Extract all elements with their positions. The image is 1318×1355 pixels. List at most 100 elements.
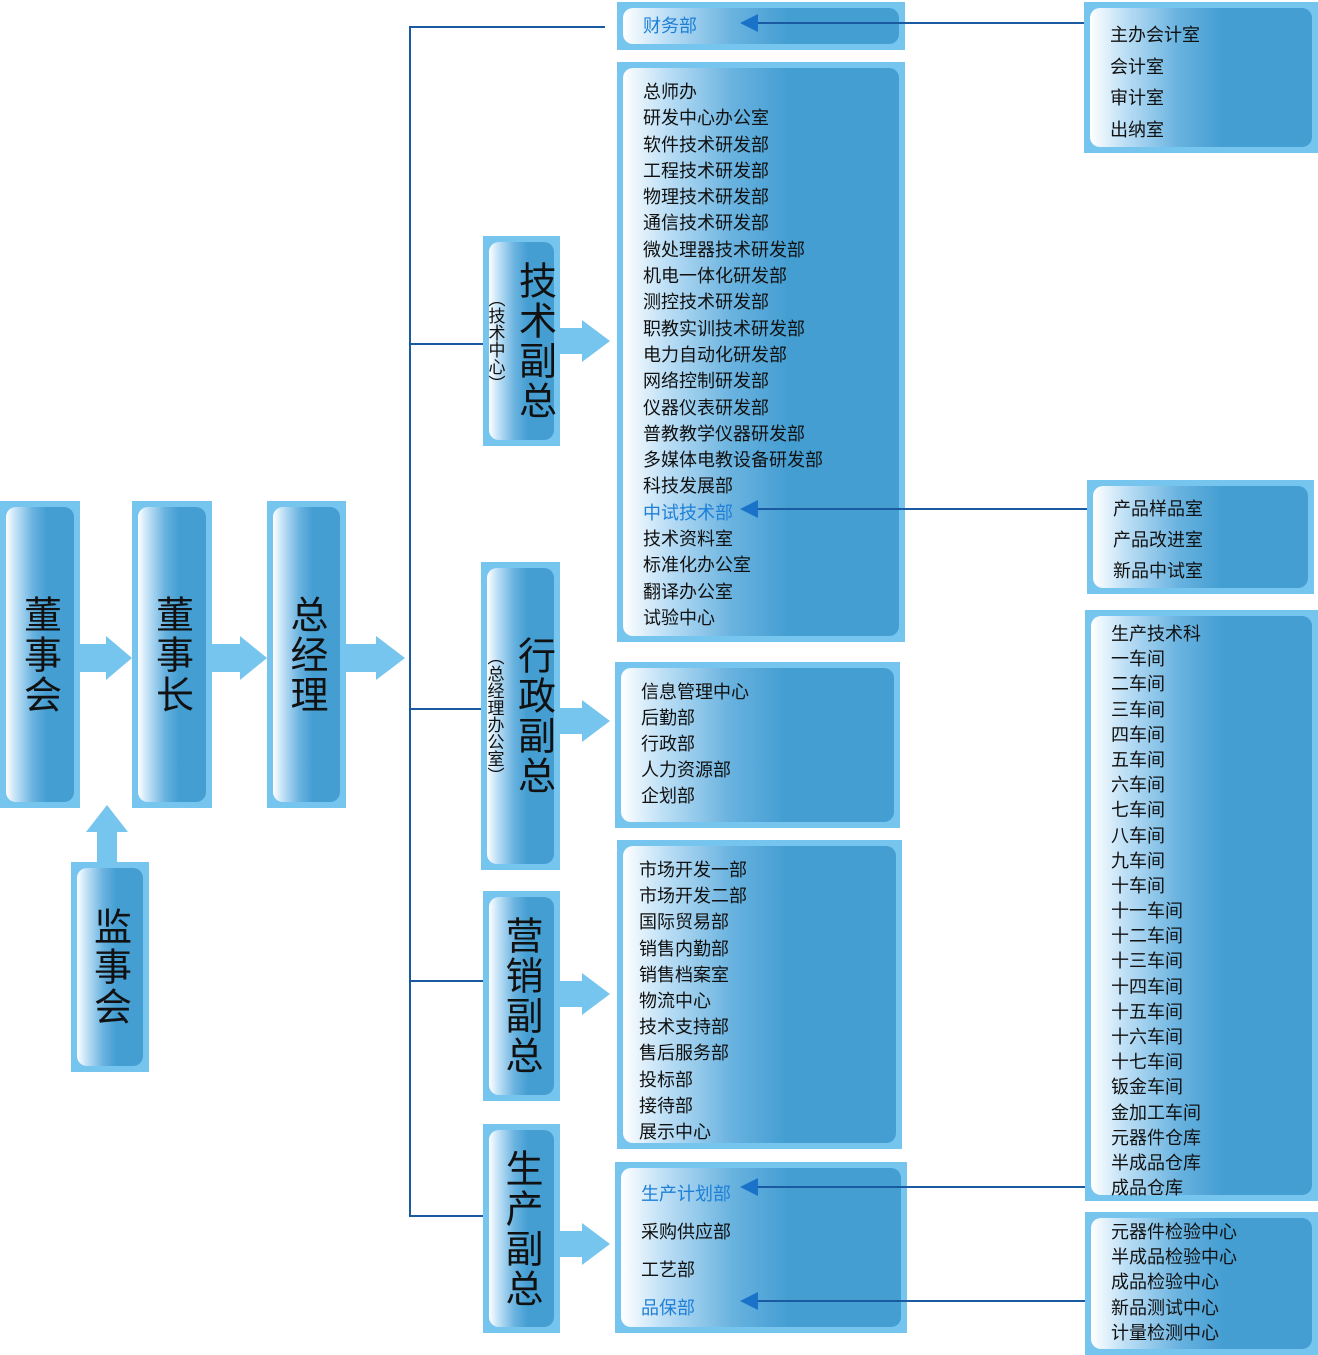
tech-depts-box: 总师办研发中心办公室软件技术研发部工程技术研发部物理技术研发部通信技术研发部微处… xyxy=(617,62,905,642)
list-item: 四车间 xyxy=(1111,724,1165,746)
list-item: 十四车间 xyxy=(1111,976,1183,998)
qa-subs-list: 元器件检验中心半成品检验中心成品检验中心新品测试中心计量检测中心 xyxy=(1111,1220,1237,1346)
pilot-subs-box: 产品样品室产品改进室新品中试室 xyxy=(1087,480,1314,594)
list-item: 工程技术研发部 xyxy=(643,160,769,182)
list-item: 销售档案室 xyxy=(639,964,729,986)
admin-vp-title: 行政副总 xyxy=(511,636,556,796)
list-item: 中试技术部 xyxy=(643,502,733,524)
list-item: 一车间 xyxy=(1111,649,1165,671)
list-item: 十一车间 xyxy=(1111,901,1183,923)
prod-vp-title: 生产副总 xyxy=(499,1148,543,1309)
list-item: 元器件仓库 xyxy=(1111,1127,1201,1149)
list-item: 技术支持部 xyxy=(639,1017,729,1039)
branch-sales xyxy=(409,980,485,982)
admin-depts-box: 信息管理中心后勤部行政部人力资源部企划部 xyxy=(615,662,900,828)
list-item: 审计室 xyxy=(1110,88,1164,109)
finance-subs-box: 主办会计室会计室审计室出纳室 xyxy=(1084,2,1318,153)
sales-depts-box: 市场开发一部市场开发二部国际贸易部销售内勤部销售档案室物流中心技术支持部售后服务… xyxy=(617,840,902,1149)
list-item: 十三车间 xyxy=(1111,951,1183,973)
list-item: 科技发展部 xyxy=(643,476,733,498)
chairman-label: 董事长 xyxy=(149,594,194,715)
list-item: 多媒体电教设备研发部 xyxy=(643,450,823,472)
list-item: 信息管理中心 xyxy=(641,682,749,703)
list-item: 通信技术研发部 xyxy=(643,213,769,235)
list-item: 售后服务部 xyxy=(639,1043,729,1065)
list-item: 测控技术研发部 xyxy=(643,292,769,314)
branch-admin xyxy=(409,708,483,710)
list-item: 十六车间 xyxy=(1111,1027,1183,1048)
qa-subs-box: 元器件检验中心半成品检验中心成品检验中心新品测试中心计量检测中心 xyxy=(1085,1212,1318,1355)
tech-vp-title: 技术副总 xyxy=(512,261,557,421)
list-item: 出纳室 xyxy=(1110,119,1164,141)
tech-vp-box: （技术中心） 技术副总 xyxy=(483,236,560,446)
list-item: 九车间 xyxy=(1111,850,1165,872)
list-item: 普教教学仪器研发部 xyxy=(643,423,805,445)
list-item: 产品改进室 xyxy=(1113,530,1203,551)
list-item: 后勤部 xyxy=(641,708,695,729)
list-item: 七车间 xyxy=(1111,800,1165,822)
tech-vp-sub: （技术中心） xyxy=(484,290,505,392)
list-item: 计量检测中心 xyxy=(1111,1322,1219,1344)
list-item: 国际贸易部 xyxy=(639,912,729,934)
list-item: 市场开发二部 xyxy=(639,886,747,908)
sales-vp-title: 营销副总 xyxy=(499,916,543,1076)
list-item: 六车间 xyxy=(1111,775,1165,797)
list-item: 产品样品室 xyxy=(1113,499,1203,520)
list-item: 技术资料室 xyxy=(643,529,733,551)
arrow-board-chairman xyxy=(80,636,132,680)
prod-depts-box: 生产计划部采购供应部工艺部品保部 xyxy=(615,1162,907,1333)
list-item: 五车间 xyxy=(1111,749,1165,771)
list-item: 机电一体化研发部 xyxy=(643,266,787,288)
board-box: 董事会 xyxy=(0,501,80,808)
admin-vp-box: （总经理办公室） 行政副总 xyxy=(481,562,560,870)
pilot-subs-list: 产品样品室产品改进室新品中试室 xyxy=(1113,494,1203,587)
board-label: 董事会 xyxy=(17,594,62,715)
plan-subs-box: 生产技术科一车间二车间三车间四车间五车间六车间七车间八车间九车间十车间十一车间十… xyxy=(1085,610,1318,1201)
sales-vp-box: 营销副总 xyxy=(483,891,560,1101)
list-item: 会计室 xyxy=(1110,56,1164,78)
admin-vp-sub: （总经理办公室） xyxy=(483,648,504,784)
list-item: 研发中心办公室 xyxy=(643,108,769,130)
list-item: 二车间 xyxy=(1111,674,1165,696)
arrow-tech xyxy=(560,320,610,362)
list-item: 半成品仓库 xyxy=(1111,1152,1201,1174)
arrow-prod xyxy=(560,1223,610,1265)
list-item: 市场开发一部 xyxy=(639,860,747,881)
list-item: 生产计划部 xyxy=(641,1184,731,1205)
list-item: 销售内勤部 xyxy=(639,938,729,960)
list-item: 生产技术科 xyxy=(1111,624,1201,645)
trunk-line xyxy=(409,26,411,1217)
list-item: 成品检验中心 xyxy=(1111,1272,1219,1294)
list-item: 金加工车间 xyxy=(1111,1102,1201,1124)
list-item: 新品中试室 xyxy=(1113,561,1203,582)
list-item: 仪器仪表研发部 xyxy=(643,397,769,419)
branch-tech xyxy=(409,343,485,345)
list-item: 网络控制研发部 xyxy=(643,371,769,393)
finance-subs-list: 主办会计室会计室审计室出纳室 xyxy=(1110,20,1200,146)
list-item: 八车间 xyxy=(1111,825,1165,847)
list-item: 电力自动化研发部 xyxy=(643,344,787,366)
plan-subs-list: 生产技术科一车间二车间三车间四车间五车间六车间七车间八车间九车间十车间十一车间十… xyxy=(1111,622,1201,1201)
list-item: 物流中心 xyxy=(639,990,711,1012)
list-item: 十车间 xyxy=(1111,875,1165,897)
arrow-supervisors-chairman xyxy=(86,805,128,862)
finance-box: 财务部 xyxy=(617,2,905,50)
arrow-gm-vps xyxy=(346,636,405,680)
list-item: 职教实训技术研发部 xyxy=(643,318,805,340)
list-item: 人力资源部 xyxy=(641,760,731,781)
list-item: 成品仓库 xyxy=(1111,1178,1183,1200)
list-item: 微处理器技术研发部 xyxy=(643,239,805,261)
supervisors-box: 监事会 xyxy=(71,862,149,1072)
prod-vp-box: 生产副总 xyxy=(483,1124,560,1333)
list-item: 试验中心 xyxy=(643,607,715,629)
list-item: 主办会计室 xyxy=(1110,25,1200,46)
tech-depts-list: 总师办研发中心办公室软件技术研发部工程技术研发部物理技术研发部通信技术研发部微处… xyxy=(643,80,823,632)
gm-box: 总经理 xyxy=(267,501,346,808)
list-item: 总师办 xyxy=(643,82,697,103)
list-item: 元器件检验中心 xyxy=(1111,1222,1237,1243)
list-item: 展示中心 xyxy=(639,1121,711,1143)
list-item: 半成品检验中心 xyxy=(1111,1247,1237,1269)
sales-depts-list: 市场开发一部市场开发二部国际贸易部销售内勤部销售档案室物流中心技术支持部售后服务… xyxy=(639,858,747,1146)
prod-depts-list: 生产计划部采购供应部工艺部品保部 xyxy=(641,1176,731,1328)
list-item: 采购供应部 xyxy=(641,1222,731,1243)
